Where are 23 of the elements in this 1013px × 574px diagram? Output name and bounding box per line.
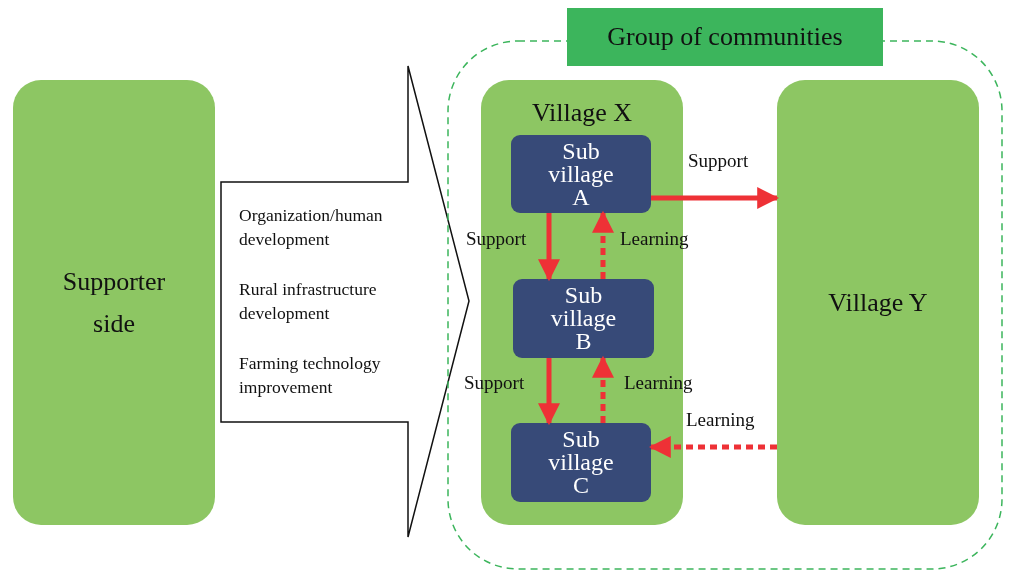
arrow (648, 436, 777, 458)
arrow (592, 210, 614, 279)
support-item-text: Rural infrastructure development (239, 278, 378, 325)
sub-village-box (511, 423, 651, 502)
community-box (777, 80, 979, 525)
sub-village-box (513, 279, 654, 358)
group-title: Group of communities (567, 8, 883, 66)
support-item-text: Farming technology improvement (239, 352, 382, 399)
box-title: Supporter side (61, 265, 167, 340)
sub-village-title: Sub village B (549, 284, 618, 353)
box-title: Village Y (828, 286, 928, 319)
sub-village-box (511, 135, 651, 213)
edge-label: Learning (686, 409, 755, 431)
support-item-text: Organization/human development (239, 204, 384, 251)
arrow (651, 187, 780, 209)
sub-village-title: Sub village C (547, 428, 615, 497)
village-title: Village X (530, 98, 634, 128)
arrow (538, 213, 560, 282)
arrow (592, 355, 614, 423)
arrow (538, 358, 560, 426)
sub-village-title: Sub village A (547, 139, 615, 209)
edge-label: Support (688, 150, 749, 172)
community-box (13, 80, 215, 525)
